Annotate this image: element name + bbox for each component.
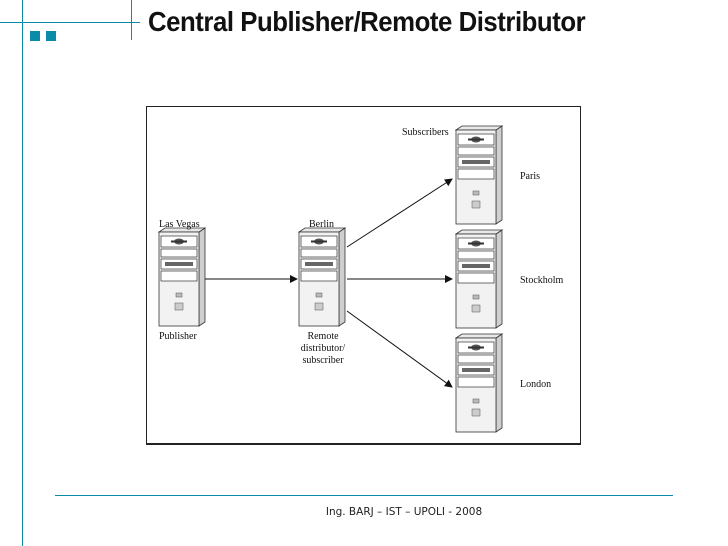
replication-diagram: Las Vegas Publisher Berlin Remote distri… [158,125,564,433]
footer-divider-line [55,495,673,496]
las-vegas-label: Las Vegas [159,219,200,230]
slide-title: Central Publisher/Remote Distributor [148,6,586,37]
slide-footer: Ing. BARJ – IST – UPOLI - 2008 [325,506,483,518]
distributor-role-line-1: Remote [307,331,339,342]
accent-square-1 [30,31,40,41]
distributor-role-line-2: distributor/ [301,343,346,354]
london-server-icon [455,333,503,433]
arrow-to-paris [346,178,453,248]
london-label: London [520,379,551,390]
distributor-role-line-3: subscriber [302,355,344,366]
stockholm-server-icon [455,229,503,329]
paris-server-icon [455,125,503,225]
subscribers-header-label: Subscribers [402,127,449,138]
berlin-server-icon [298,227,346,327]
publisher-label: Publisher [159,331,197,342]
diagram-frame: Las Vegas Publisher Berlin Remote distri… [146,106,581,445]
stockholm-label: Stockholm [520,275,564,286]
arrow-to-london [346,310,453,388]
title-vertical-line [131,0,132,40]
top-accent-line [0,22,140,23]
accent-square-2 [46,31,56,41]
las-vegas-server-icon [158,227,206,327]
berlin-label: Berlin [309,219,334,230]
left-accent-line [22,0,23,546]
paris-label: Paris [520,171,540,182]
